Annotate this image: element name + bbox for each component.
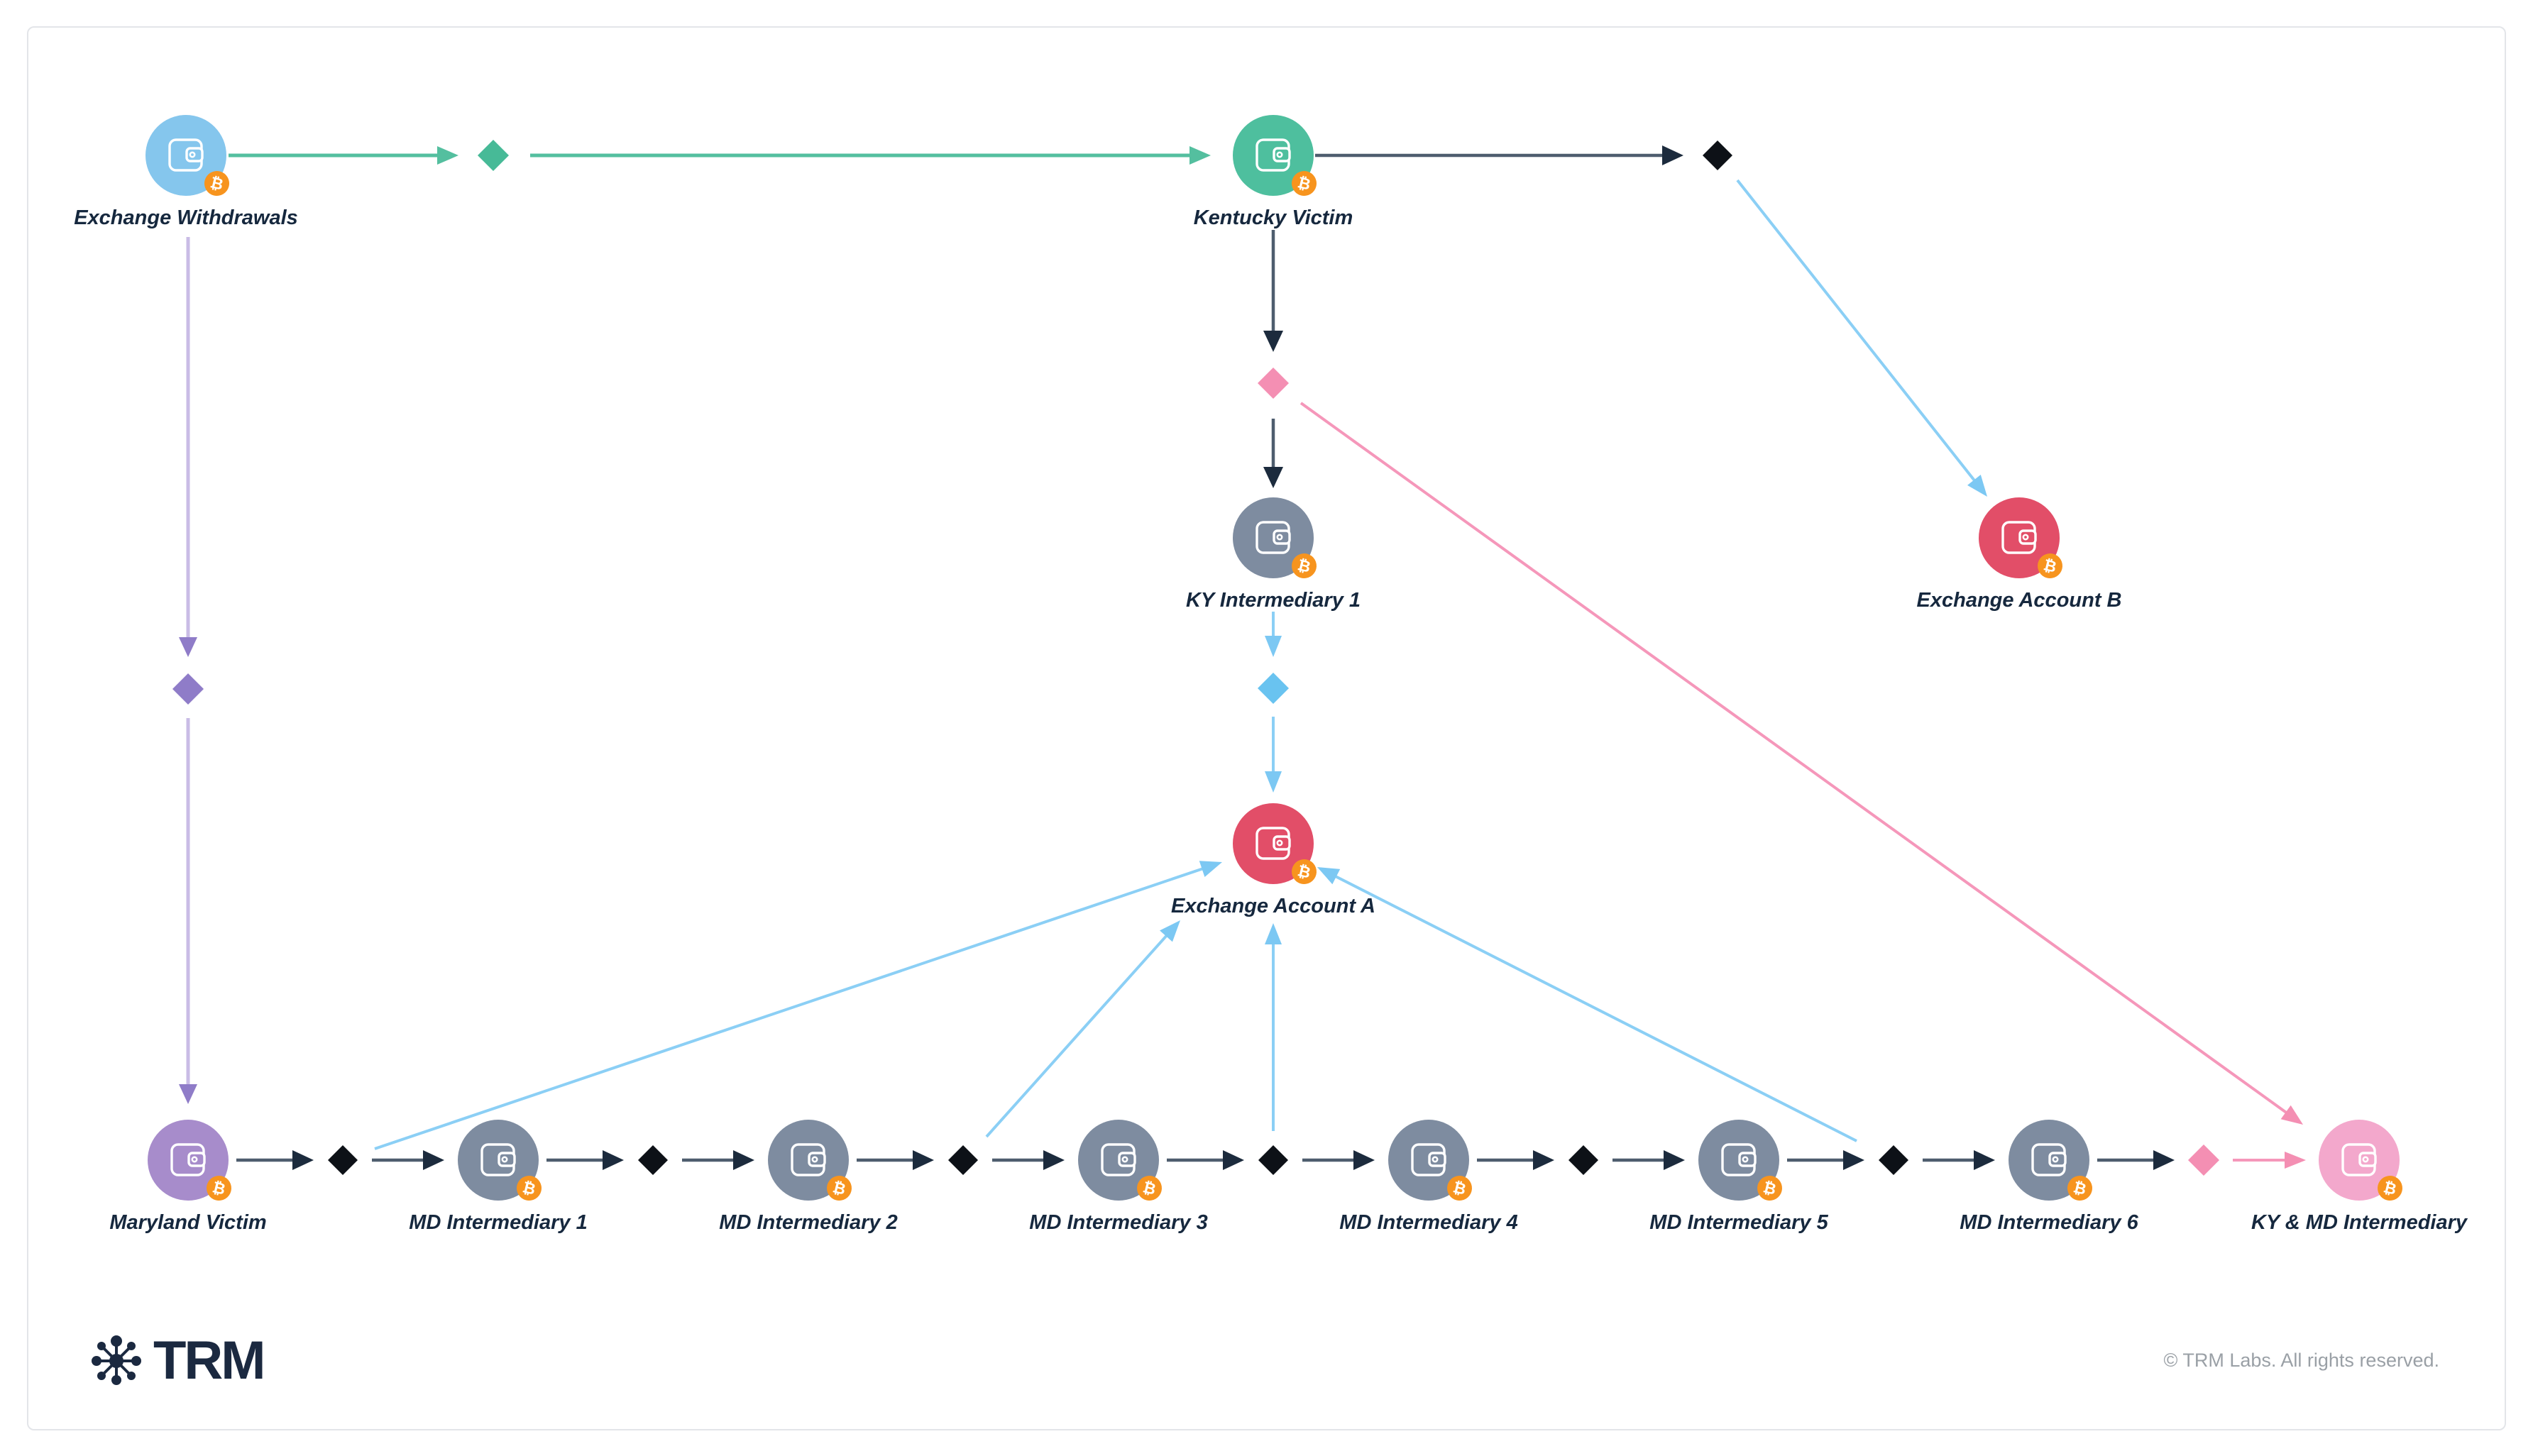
arrowhead-icon [1263,467,1283,488]
wallet-icon [1255,521,1291,554]
trm-logo-text: TRM [153,1330,266,1391]
arrowhead-icon [1974,1150,1995,1170]
node-md-intermediary-1[interactable]: ₿ [458,1120,544,1203]
edge-blue [374,865,1209,1150]
copyright-text: © TRM Labs. All rights reserved. [2163,1350,2439,1371]
arrowhead-icon [1223,1150,1244,1170]
transaction-diamond-tx-md-chain-3[interactable] [948,1145,978,1175]
arrowhead-icon [603,1150,624,1170]
transaction-diamond-tx-md-chain-7[interactable] [2188,1145,2219,1176]
arrowhead-icon [437,146,458,165]
arrowhead-icon [1967,475,1987,497]
node-kentucky-victim[interactable]: ₿ [1233,115,1319,199]
node-label-md-intermediary-3: MD Intermediary 3 [1029,1211,1208,1234]
transaction-diamond-tx-kentucky-down[interactable] [1258,368,1289,399]
wallet-icon [1255,827,1291,860]
node-label-maryland-victim: Maryland Victim [109,1211,267,1234]
arrowhead-icon [1843,1150,1864,1170]
diagram-card [27,26,2506,1430]
node-label-md-intermediary-5: MD Intermediary 5 [1649,1211,1828,1234]
arrowhead-icon [1265,771,1282,793]
transaction-diamond-tx-kentucky-out[interactable] [1703,140,1732,170]
node-md-intermediary-3[interactable]: ₿ [1078,1120,1165,1203]
arrowhead-icon [1353,1150,1375,1170]
wallet-icon [168,138,204,172]
node-label-ky-intermediary-1: KY Intermediary 1 [1185,589,1361,612]
node-md-intermediary-4[interactable]: ₿ [1388,1120,1475,1203]
wallet-icon [480,1143,516,1176]
node-maryland-victim[interactable]: ₿ [148,1120,234,1203]
node-exchange-account-b[interactable]: ₿ [1979,497,2065,581]
trm-logo: TRM [89,1330,266,1391]
node-label-md-intermediary-1: MD Intermediary 1 [409,1211,588,1234]
edge-blue [1736,179,1979,486]
wallet-icon [1255,138,1291,172]
node-md-intermediary-5[interactable]: ₿ [1698,1120,1785,1203]
transaction-diamond-tx-exchange-to-maryland[interactable] [172,673,204,705]
arrowhead-icon [1662,145,1683,165]
arrowhead-icon [1265,923,1282,944]
arrowhead-icon [1043,1150,1065,1170]
arrowhead-icon [2280,1105,2303,1125]
node-ky-md-intermediary[interactable]: ₿ [2319,1120,2405,1203]
node-label-md-intermediary-4: MD Intermediary 4 [1339,1211,1518,1234]
transaction-diamond-tx-md-chain-5[interactable] [1568,1145,1598,1175]
node-label-exchange-account-a: Exchange Account A [1171,895,1375,917]
transaction-diamond-tx-md-chain-1[interactable] [328,1145,358,1175]
node-label-exchange-account-b: Exchange Account B [1916,589,2122,612]
transaction-diamond-tx-exchange-to-kentucky[interactable] [478,140,509,171]
wallet-icon [1411,1143,1446,1176]
transaction-diamond-tx-md-chain-2[interactable] [638,1145,668,1175]
arrowhead-icon [1533,1150,1554,1170]
edge-blue [985,930,1172,1138]
arrowhead-icon [423,1150,444,1170]
node-label-kentucky-victim: Kentucky Victim [1193,206,1353,229]
wallet-icon [2341,1143,2377,1176]
arrowhead-icon [1317,867,1341,885]
node-label-ky-md-intermediary: KY & MD Intermediary [2251,1211,2468,1234]
wallet-icon [2001,521,2037,554]
node-label-exchange-withdrawals: Exchange Withdrawals [74,206,298,229]
transaction-diamond-tx-kyint-to-exchange-a[interactable] [1258,673,1289,704]
arrowhead-icon [2153,1150,2175,1170]
trm-logo-icon [92,1335,141,1385]
arrowhead-icon [1263,331,1283,352]
arrowhead-icon [179,1084,197,1104]
arrowhead-icon [2285,1152,2306,1169]
node-label-md-intermediary-2: MD Intermediary 2 [719,1211,898,1234]
wallet-icon [1721,1143,1757,1176]
arrowhead-icon [733,1150,754,1170]
wallet-icon [791,1143,826,1176]
node-label-md-intermediary-6: MD Intermediary 6 [1960,1211,2138,1234]
edge-pink [1300,402,2292,1118]
wallet-icon [170,1143,206,1176]
arrowhead-icon [179,637,197,657]
arrowhead-icon [1265,636,1282,657]
node-md-intermediary-6[interactable]: ₿ [2009,1120,2095,1203]
arrowhead-icon [1199,861,1222,877]
arrowhead-icon [1189,146,1211,165]
transaction-diamond-tx-md-chain-6[interactable] [1879,1145,1908,1175]
node-exchange-withdrawals[interactable]: ₿ [145,115,232,199]
edge-blue [1329,872,1857,1142]
arrowhead-icon [292,1150,314,1170]
arrowhead-icon [1664,1150,1685,1170]
node-md-intermediary-2[interactable]: ₿ [768,1120,855,1203]
transaction-diamond-tx-md-chain-4[interactable] [1258,1145,1288,1175]
arrowhead-icon [913,1150,934,1170]
wallet-icon [2031,1143,2067,1176]
node-exchange-account-a[interactable]: ₿ [1233,803,1319,887]
node-ky-intermediary-1[interactable]: ₿ [1233,497,1319,581]
arrowhead-icon [1160,920,1180,942]
wallet-icon [1101,1143,1136,1176]
